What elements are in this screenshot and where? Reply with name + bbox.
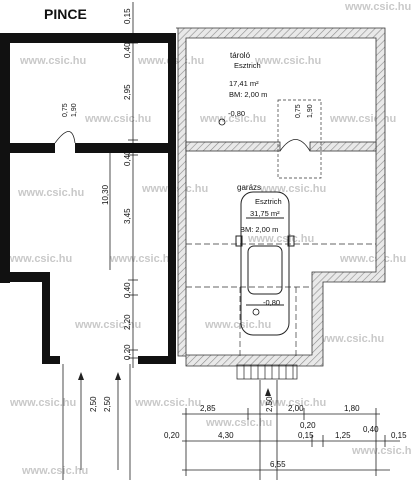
watermark: www.csic.hu	[109, 253, 176, 265]
ramp-length-label: 2,50	[265, 396, 274, 412]
room-level: -0,80	[263, 298, 280, 307]
vertical-dimension-labels: 0,15 0,40 2,95 0,40 10,30 3,45 0,40 2,20…	[101, 8, 132, 360]
watermark: www.csic.hu	[84, 113, 151, 125]
watermark: www.csic.hu	[247, 233, 314, 245]
dimension-label: 2,85	[200, 404, 216, 413]
dimension-label: 0,15	[123, 8, 132, 24]
left-door: 0,75 1,90	[54, 103, 78, 144]
level-marker	[218, 118, 226, 126]
watermark: www.csic.hu	[199, 113, 266, 125]
door-height-label: 1,90	[307, 104, 314, 118]
room-name: garázs	[237, 183, 261, 192]
level-marker	[252, 308, 260, 316]
dimension-label: 4,30	[218, 431, 234, 440]
watermark: www.csic.hu	[5, 253, 72, 265]
room-floor: Esztrich	[234, 61, 261, 70]
dimension-label: 0,15	[298, 431, 314, 440]
dimension-label: 0,15	[391, 431, 407, 440]
ramp-length-label: 2,50	[103, 396, 112, 412]
watermark: www.csic.hu	[74, 319, 141, 331]
dimension-label: 10,30	[101, 184, 110, 205]
dimension-label: 0,20	[164, 431, 180, 440]
watermark: www.csic.hu	[259, 397, 326, 409]
watermark: www.csic.hu	[17, 187, 84, 199]
annex-walls	[176, 27, 386, 367]
watermark: www.csic.hu	[205, 417, 272, 429]
door-width-label: 0,75	[62, 103, 69, 117]
dimension-label: 6,55	[270, 460, 286, 469]
watermark: www.csic.hu	[344, 1, 411, 13]
dimension-label: 1,80	[344, 404, 360, 413]
room-height: BM: 2,00 m	[229, 90, 267, 99]
watermark: www.csic.hu	[19, 55, 86, 67]
bottom-dimension-labels: 2,85 2,00 1,80 0,20 4,30 0,15 1,25 0,40 …	[164, 404, 407, 469]
door-width-label: 0,75	[295, 104, 302, 118]
ramp-lines	[62, 364, 278, 480]
bottom-dimension-lines	[182, 408, 400, 476]
room-area: 31,75 m²	[250, 209, 280, 218]
watermark: www.csic.hu	[351, 445, 411, 457]
car-outline	[235, 191, 295, 336]
dimension-label: 0,40	[123, 282, 132, 298]
dimension-label: 2,95	[123, 84, 132, 100]
storage-room-label: tároló Esztrich 17,41 m² BM: 2,00 m -0,8…	[218, 51, 267, 126]
watermark: www.csic.hu	[254, 55, 321, 67]
dimension-label: 2,20	[123, 314, 132, 330]
dimension-label: 1,25	[335, 431, 351, 440]
ramp-stripes	[236, 364, 298, 380]
room-area: 17,41 m²	[229, 79, 259, 88]
dimension-label: 0,40	[363, 425, 379, 434]
dimension-label: 0,40	[123, 42, 132, 58]
watermark: www.csic.hu	[9, 397, 76, 409]
garage-room-label: garázs Esztrich 31,75 m² BM: 2,00 m -0,8…	[237, 183, 282, 316]
dimension-label: 2,00	[288, 404, 304, 413]
watermark: www.csic.hu	[317, 333, 384, 345]
dimension-label: 0,20	[123, 344, 132, 360]
dimension-label: 0,40	[123, 150, 132, 166]
dimension-label: 3,45	[123, 208, 132, 224]
watermark: www.csic.hu	[204, 319, 271, 331]
ramp-arrows	[78, 372, 271, 396]
watermark: www.csic.hu	[134, 397, 201, 409]
ramp-length-label: 2,50	[89, 396, 98, 412]
storage-door: 0,75 1,90	[277, 99, 322, 179]
watermark: www.csic.hu	[339, 253, 406, 265]
watermark: www.csic.hu	[329, 113, 396, 125]
door-height-label: 1,90	[71, 103, 78, 117]
room-level: -0,80	[228, 109, 245, 118]
room-floor: Esztrich	[255, 197, 282, 206]
room-name: tároló	[230, 51, 251, 60]
room-height: BM: 2,00 m	[240, 225, 278, 234]
garage-guide-lines	[186, 243, 376, 356]
ramp-labels: 2,50 2,50 2,50	[89, 396, 274, 412]
watermark: www.csic.hu	[21, 465, 88, 477]
existing-building-walls	[0, 33, 176, 364]
plan-title: PINCE	[44, 6, 87, 22]
watermark: www.csic.hu	[259, 183, 326, 195]
dimension-label: 0,20	[300, 421, 316, 430]
